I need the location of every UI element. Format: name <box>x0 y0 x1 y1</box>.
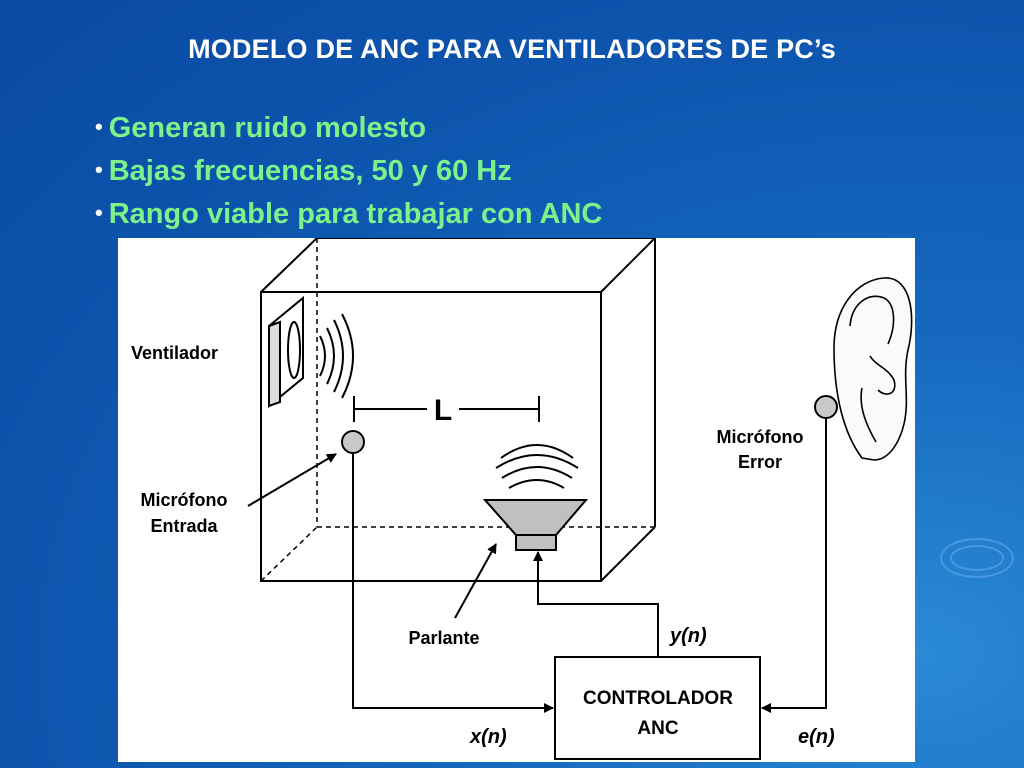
controller-label-line2: ANC <box>637 718 678 739</box>
length-dimension <box>353 396 540 422</box>
box-front-face <box>260 291 602 582</box>
signal-e-label: e(n) <box>798 726 835 748</box>
mic-input-label-line1: Micrófono <box>141 490 228 510</box>
water-ripple-decoration <box>940 538 1014 578</box>
signal-line-x <box>352 453 554 713</box>
bullet-list: •Generan ruido molesto •Bajas frecuencia… <box>95 106 602 235</box>
anc-diagram: L <box>131 238 913 760</box>
bullet-item: •Generan ruido molesto <box>95 106 602 149</box>
bullet-text: Generan ruido molesto <box>108 112 427 144</box>
box-hidden-edge <box>260 526 318 582</box>
bullet-marker: • <box>95 157 103 182</box>
anc-controller-block <box>554 656 761 760</box>
bullet-item: •Bajas frecuencias, 50 y 60 Hz <box>95 149 602 192</box>
bullet-marker: • <box>95 114 103 139</box>
box-edge <box>260 238 318 293</box>
mic-input-label-line2: Entrada <box>150 516 218 536</box>
fan-sound-waves <box>319 313 354 399</box>
fan-icon <box>268 295 304 409</box>
speaker-pointer-arrow <box>454 543 497 619</box>
signal-line-y <box>533 551 659 657</box>
box-edge <box>600 526 656 582</box>
signal-line-e <box>761 418 827 713</box>
mic-error-label-line1: Micrófono <box>717 427 804 447</box>
microphone-error-icon <box>814 395 838 419</box>
fan-label: Ventilador <box>131 343 218 363</box>
mic-error-label-line2: Error <box>738 452 782 472</box>
microphone-input-icon <box>341 430 365 454</box>
signal-x-label: x(n) <box>469 726 507 748</box>
bullet-item: •Rango viable para trabajar con ANC <box>95 192 602 235</box>
anc-diagram-panel: L <box>118 238 915 762</box>
bullet-text: Bajas frecuencias, 50 y 60 Hz <box>108 155 512 187</box>
box-edge <box>600 238 656 293</box>
speaker-icon <box>482 499 589 551</box>
controller-label-line1: CONTROLADOR <box>583 688 733 709</box>
speaker-sound-waves <box>495 444 579 489</box>
length-label: L <box>434 394 452 427</box>
ear-icon <box>833 277 913 461</box>
signal-y-label: y(n) <box>669 625 707 647</box>
speaker-label: Parlante <box>408 628 479 648</box>
slide-title: MODELO DE ANC PARA VENTILADORES DE PC’s <box>188 34 836 64</box>
mic-input-pointer-arrow <box>247 453 337 507</box>
bullet-text: Rango viable para trabajar con ANC <box>108 198 603 230</box>
bullet-marker: • <box>95 200 103 225</box>
enclosure-box <box>260 238 656 582</box>
